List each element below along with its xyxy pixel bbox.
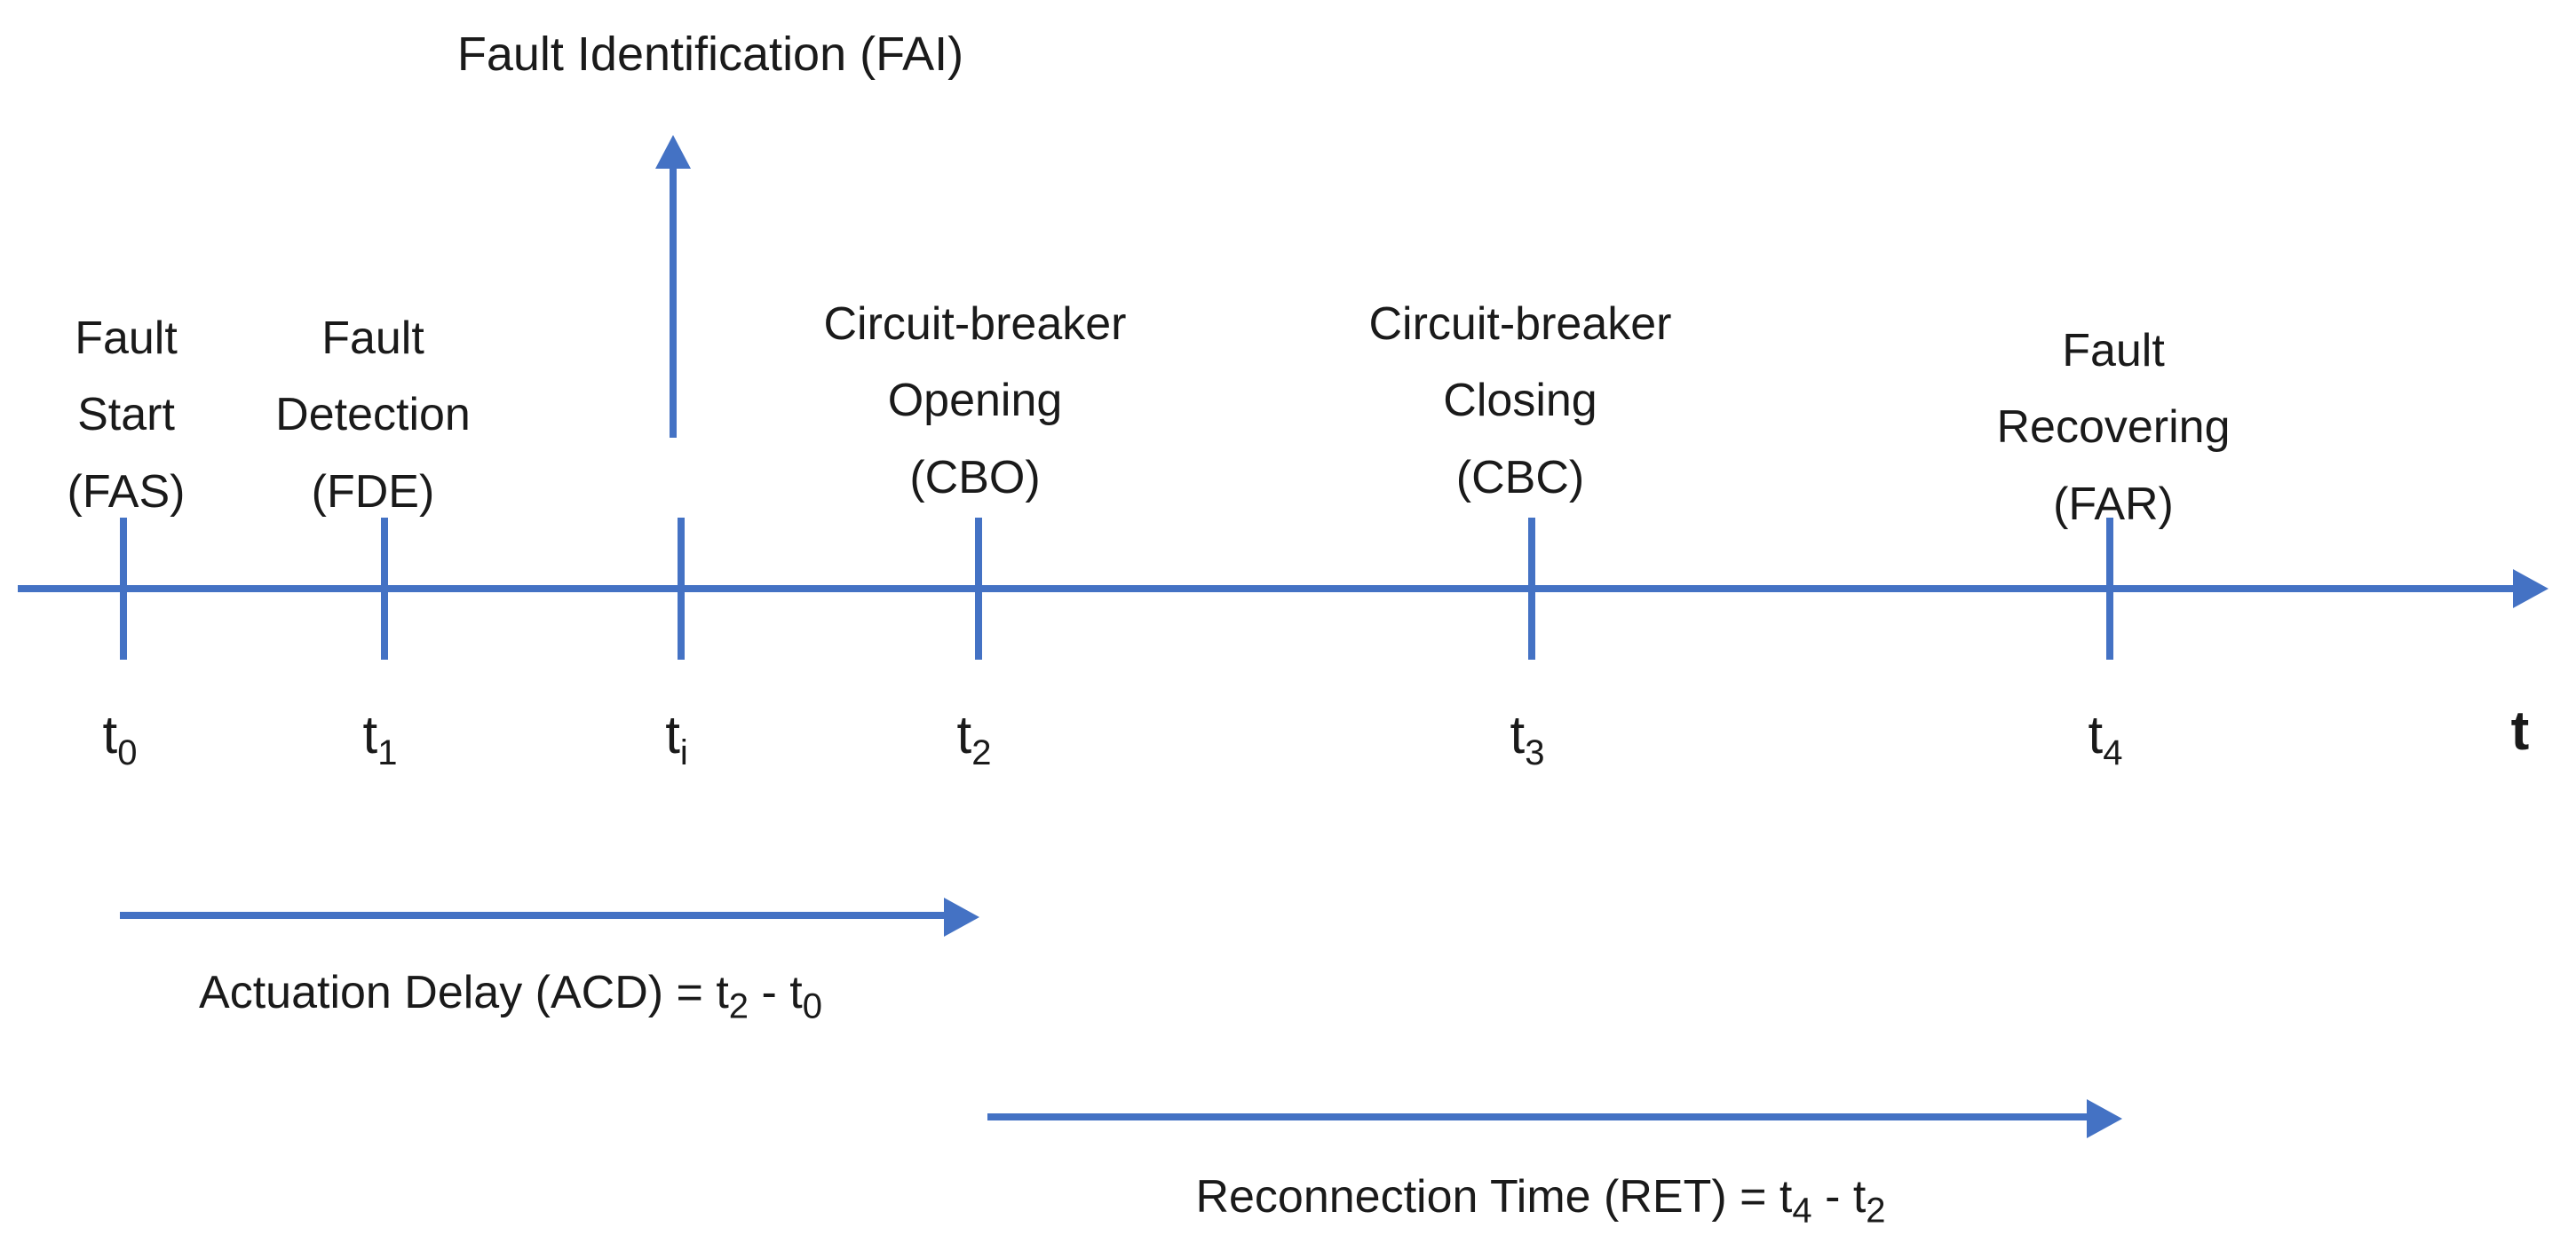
event-label-line: (FAS) <box>67 465 186 518</box>
event-label-fault-identification: Fault Identification (FAI) <box>456 28 964 81</box>
reconnection-time-caption: Reconnection Time (RET) = t4 - t2 <box>1195 1170 1885 1228</box>
caption-text: - t <box>1811 1171 1867 1223</box>
event-label-line: (FAR) <box>2053 478 2174 530</box>
time-base: t <box>956 705 972 764</box>
time-label-ti: ti <box>665 704 688 771</box>
tick-t4 <box>2106 518 2113 660</box>
axis-end-label-t: t <box>2510 701 2530 762</box>
time-base: t <box>2088 705 2104 764</box>
caption-text: - t <box>749 967 803 1018</box>
tick-t0 <box>120 518 127 660</box>
event-label-fault-start: Fault Start (FAS) <box>67 300 186 530</box>
event-label-line: Closing <box>1443 375 1597 427</box>
time-label-t4: t4 <box>2088 704 2123 771</box>
tick-t2 <box>975 518 982 660</box>
tick-t3 <box>1528 518 1535 660</box>
time-subscript: 2 <box>971 733 992 772</box>
event-label-line: Fault <box>321 313 424 364</box>
actuation-delay-arrow-shaft <box>120 912 944 919</box>
caption-subscript: 2 <box>728 986 749 1026</box>
time-subscript: i <box>679 733 688 772</box>
time-base: t <box>1510 705 1526 764</box>
event-label-line: Circuit-breaker <box>823 298 1127 350</box>
event-label-line: Start <box>77 389 175 441</box>
arrow-right-icon <box>2513 569 2548 608</box>
event-label-line: Fault <box>2062 325 2165 376</box>
time-base: t <box>102 705 118 764</box>
time-base: t <box>362 705 378 764</box>
event-label-line: (CBO) <box>909 451 1041 503</box>
event-label-line: Detection <box>275 389 471 441</box>
caption-subscript: 4 <box>1792 1191 1812 1231</box>
caption-text: Reconnection Time (RET) = t <box>1195 1171 1793 1223</box>
event-label-line: Circuit-breaker <box>1368 298 1672 350</box>
tick-ti <box>678 518 685 660</box>
arrow-right-icon <box>2087 1099 2122 1138</box>
caption-subscript: 2 <box>1866 1191 1886 1231</box>
event-label-line: Recovering <box>1996 401 2231 454</box>
event-label-circuit-breaker-opening: Circuit-breaker Opening (CBO) <box>824 286 1127 516</box>
caption-subscript: 0 <box>802 986 822 1026</box>
time-subscript: 4 <box>2103 733 2123 772</box>
event-label-line: Opening <box>887 375 1063 427</box>
fai-callout-arrow-shaft <box>670 167 677 438</box>
event-label-line: (FDE) <box>311 465 435 518</box>
event-label-line: Fault <box>75 313 178 364</box>
time-label-t2: t2 <box>956 704 992 771</box>
time-base: t <box>665 705 680 764</box>
event-label-fault-detection: Fault Detection (FDE) <box>275 300 471 530</box>
caption-text: Actuation Delay (ACD) = t <box>199 967 729 1018</box>
arrow-up-icon <box>655 135 691 169</box>
arrow-right-icon <box>944 898 979 937</box>
time-label-t1: t1 <box>362 704 398 771</box>
reconnection-time-arrow-shaft <box>987 1113 2087 1120</box>
event-label-line: (CBC) <box>1455 451 1585 503</box>
event-label-fault-recovering: Fault Recovering (FAR) <box>1996 313 2230 542</box>
time-subscript: 1 <box>377 733 398 772</box>
event-label-circuit-breaker-closing: Circuit-breaker Closing (CBC) <box>1369 286 1672 516</box>
time-subscript: 0 <box>117 733 138 772</box>
timeline-axis <box>18 585 2515 592</box>
time-label-t3: t3 <box>1510 704 1545 771</box>
time-label-t0: t0 <box>102 704 138 771</box>
time-subscript: 3 <box>1525 733 1545 772</box>
actuation-delay-caption: Actuation Delay (ACD) = t2 - t0 <box>199 966 822 1024</box>
tick-t1 <box>381 518 388 660</box>
